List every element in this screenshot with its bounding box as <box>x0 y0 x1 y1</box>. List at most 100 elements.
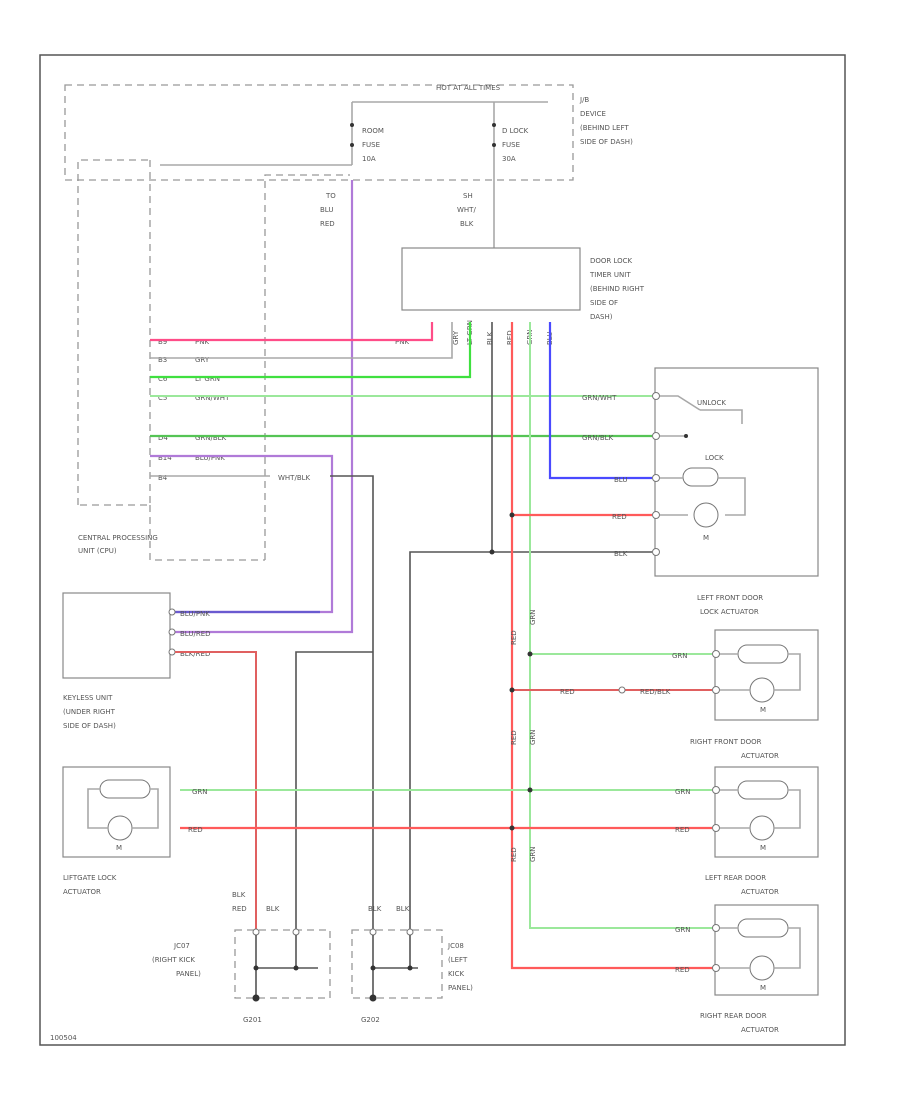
svg-text:SIDE OF: SIDE OF <box>590 299 618 307</box>
blu-red-wire <box>175 180 354 634</box>
svg-text:J/B: J/B <box>579 96 589 104</box>
cpu-outline-inner <box>78 160 151 506</box>
splice-dots <box>489 512 533 831</box>
door-lock-timer-unit <box>401 247 581 311</box>
svg-text:SH: SH <box>463 192 473 200</box>
rr-motor <box>749 955 775 981</box>
keyless-wire: BLU/PNK <box>180 610 210 618</box>
rf-actuator-label: RIGHT FRONT DOOR ACTUATOR <box>690 738 779 760</box>
lf-door-actuator <box>654 367 819 577</box>
rr-wire-label: RED <box>675 966 690 974</box>
rr-term <box>712 964 720 972</box>
svg-text:RIGHT REAR DOOR: RIGHT REAR DOOR <box>700 1012 767 1020</box>
svg-text:BLU: BLU <box>320 206 333 214</box>
timer-wire-label: SH WHT/ BLK <box>457 192 476 228</box>
pnk-wire <box>150 322 434 342</box>
fuse-node <box>350 123 354 127</box>
blu-lf-wire <box>548 322 652 480</box>
svg-text:C5: C5 <box>158 394 167 402</box>
lr-term <box>712 824 720 832</box>
wht-blk-wire <box>330 475 374 930</box>
lf-wire-label: BLU <box>614 476 627 484</box>
svg-text:C6: C6 <box>158 375 168 383</box>
jc07-term <box>292 928 300 936</box>
cpu-outline <box>149 505 265 561</box>
svg-text:(RIGHT KICK: (RIGHT KICK <box>152 956 195 964</box>
liftgate-wire: RED <box>188 826 203 834</box>
g202-ground-icon <box>369 994 377 1002</box>
svg-text:FUSE: FUSE <box>502 141 520 149</box>
svg-text:BLU/PNK: BLU/PNK <box>195 454 225 462</box>
cpu-pins: B9 B3 C6 C5 D4 B14 B4 PNK GRY LT GRN GRN… <box>158 338 311 482</box>
lr-actuator-label: LEFT REAR DOOR ACTUATOR <box>705 874 779 896</box>
lf-lock-solenoid <box>682 467 719 487</box>
liftgate-label: LIFTGATE LOCK ACTUATOR <box>63 874 117 896</box>
fuse-node <box>350 143 354 147</box>
lf-term <box>652 474 660 482</box>
timer-pin-red: RED <box>506 330 514 345</box>
dlock-fuse-label: D LOCK FUSE 30A <box>502 127 529 163</box>
gry-wire <box>150 322 453 359</box>
lr-motor <box>749 815 775 841</box>
diagram-frame <box>39 54 846 1046</box>
svg-text:B3: B3 <box>158 356 167 364</box>
fuse-node <box>492 123 496 127</box>
svg-text:BLK: BLK <box>460 220 474 228</box>
lf-solenoid-wire <box>660 477 746 516</box>
svg-text:DEVICE: DEVICE <box>580 110 606 118</box>
keyless-unit <box>62 592 171 679</box>
svg-text:D4: D4 <box>158 434 168 442</box>
svg-text:ACTUATOR: ACTUATOR <box>741 752 779 760</box>
svg-text:DASH): DASH) <box>590 313 613 321</box>
svg-text:(BEHIND LEFT: (BEHIND LEFT <box>580 124 629 132</box>
room-fuse-label: ROOM FUSE 10A <box>362 127 384 163</box>
liftgate-motor <box>107 815 133 841</box>
svg-text:ACTUATOR: ACTUATOR <box>741 1026 779 1034</box>
lr-term <box>712 786 720 794</box>
svg-text:(BEHIND RIGHT: (BEHIND RIGHT <box>590 285 645 293</box>
lr-lock-solenoid <box>737 780 789 800</box>
cpu-outline <box>264 174 350 560</box>
jc07-wire: BLK <box>232 891 246 899</box>
jc08-term <box>369 928 377 936</box>
jc07-node <box>293 965 299 971</box>
svg-text:30A: 30A <box>502 155 516 163</box>
svg-text:(UNDER RIGHT: (UNDER RIGHT <box>63 708 116 716</box>
keyless-blk-wire <box>295 651 373 930</box>
mid-red-label: RED <box>510 847 518 862</box>
rf-motor-label: M <box>760 706 766 714</box>
jc08-label: JC08 (LEFT KICK PANEL) <box>447 942 473 992</box>
svg-text:UNIT (CPU): UNIT (CPU) <box>78 547 117 555</box>
svg-text:JC08: JC08 <box>447 942 464 950</box>
red-main-wire <box>510 322 718 970</box>
svg-text:LT GRN: LT GRN <box>195 375 220 383</box>
svg-text:B14: B14 <box>158 454 172 462</box>
keyless-wire: BLK/RED <box>180 650 210 658</box>
g202-label: G202 <box>361 1016 380 1024</box>
lf-switch-arm <box>700 409 743 424</box>
blk-ground-wire <box>409 322 493 930</box>
rr-motor-label: M <box>760 984 766 992</box>
svg-text:JC07: JC07 <box>173 942 190 950</box>
fuse-box-header: HOT AT ALL TIMES <box>436 84 501 92</box>
jc07-wire: RED <box>232 905 247 913</box>
jc07-label: JC07 (RIGHT KICK PANEL) <box>152 942 201 978</box>
svg-text:ACTUATOR: ACTUATOR <box>741 888 779 896</box>
mid-grn-label: GRN <box>529 846 537 862</box>
fuse-box-location: J/B DEVICE (BEHIND LEFT SIDE OF DASH) <box>579 96 633 146</box>
jc08-node <box>407 965 413 971</box>
timer-label: DOOR LOCK TIMER UNIT (BEHIND RIGHT SIDE … <box>589 257 645 321</box>
rf-motor <box>749 677 775 703</box>
rf-wire-label: RED/BLK <box>640 688 671 696</box>
svg-text:PANEL): PANEL) <box>176 970 201 978</box>
svg-text:GRN/BLK: GRN/BLK <box>195 434 227 442</box>
liftgate-solenoid <box>99 779 151 799</box>
svg-text:LIFTGATE LOCK: LIFTGATE LOCK <box>63 874 117 882</box>
svg-text:SIDE OF DASH): SIDE OF DASH) <box>580 138 633 146</box>
jc08-term <box>406 928 414 936</box>
liftgate-wire: GRN <box>192 788 208 796</box>
lf-term <box>652 432 660 440</box>
jc08-junction <box>351 929 443 999</box>
lf-motor <box>693 502 719 528</box>
